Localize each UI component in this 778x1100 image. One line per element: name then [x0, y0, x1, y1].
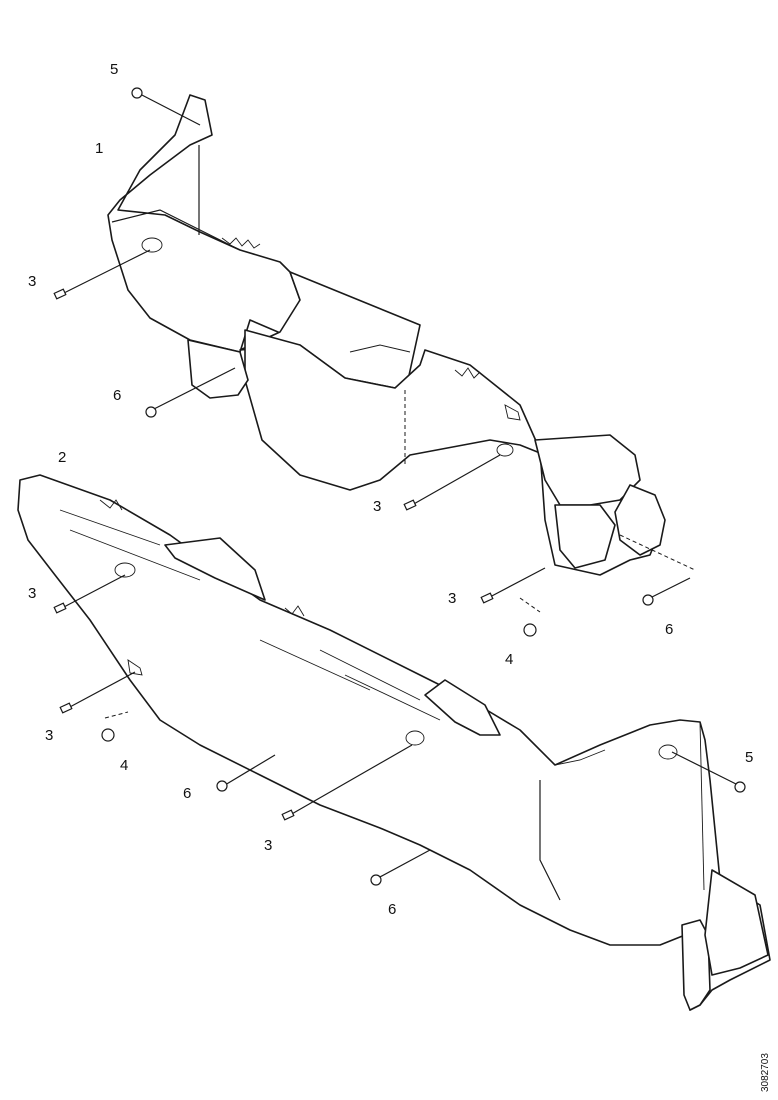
callout-6-upper: 6: [113, 387, 121, 404]
callout-3-lower-left: 3: [28, 585, 36, 602]
callout-3-upper-left: 3: [28, 273, 36, 290]
callout-labels: 5 1 3 6 2 3 3 3 6 4 3 4 5 6 3 6: [28, 61, 753, 918]
callout-6-right: 6: [665, 621, 673, 638]
callout-6-bottom-left: 6: [183, 785, 191, 802]
callout-3-far-left: 3: [45, 727, 53, 744]
reference-number: 3082703: [760, 1053, 771, 1092]
callout-4-left: 4: [120, 757, 128, 774]
callout-4-right: 4: [505, 651, 513, 668]
callout-6-bottom: 6: [388, 901, 396, 918]
callout-3-bottom: 3: [264, 837, 272, 854]
callout-3-right: 3: [448, 590, 456, 607]
lower-panel-part-2: [17, 474, 771, 1011]
upper-panel-part-1: [107, 94, 666, 576]
callout-3-middle: 3: [373, 498, 381, 515]
callout-2: 2: [58, 449, 66, 466]
callout-5-top: 5: [110, 61, 118, 78]
callout-5-right: 5: [745, 749, 753, 766]
fasteners: [53, 87, 746, 886]
callout-1: 1: [95, 140, 103, 157]
